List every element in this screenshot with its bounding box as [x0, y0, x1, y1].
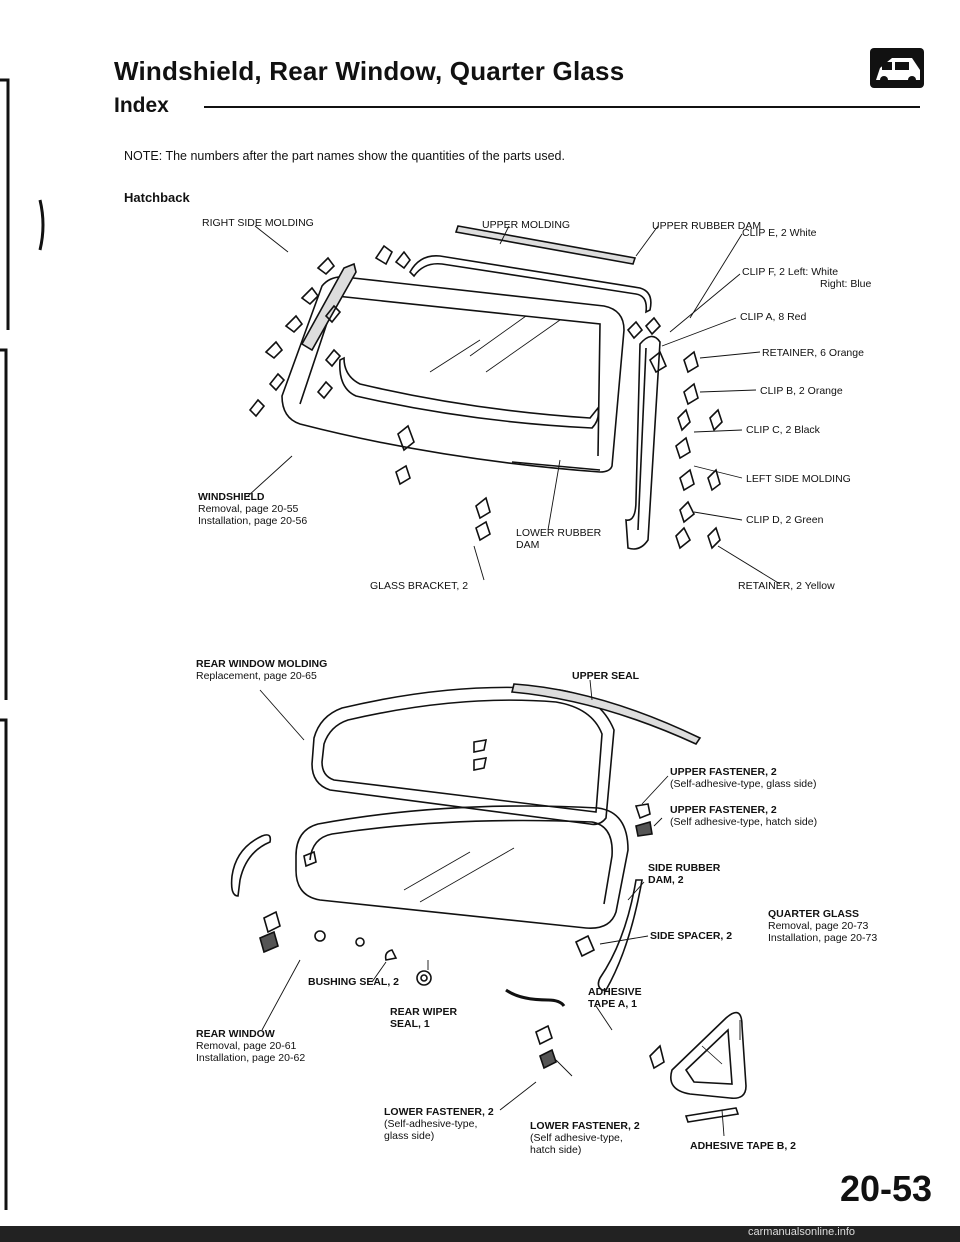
label-lower-rubber-dam-2: DAM [516, 539, 540, 551]
label-upper-fastener-hatch-sub: (Self adhesive-type, hatch side) [670, 816, 818, 828]
title-rule [204, 106, 920, 108]
rear-window-molding-shape [311, 686, 615, 826]
right-side-clips [248, 244, 411, 418]
windshield-group [248, 225, 723, 550]
windshield-leaders [247, 225, 781, 585]
page-number: 20-53 [840, 1168, 933, 1209]
label-clip-f: CLIP F, 2 Left: White [742, 266, 839, 278]
glass-bracket-1 [397, 424, 415, 452]
footer-watermark: carmanualsonline.info [748, 1226, 856, 1238]
label-upper-fastener-glass-sub: (Self-adhesive-type, glass side) [670, 778, 817, 790]
label-windshield-removal: Removal, page 20-55 [198, 503, 299, 515]
label-adhesive-tape-a-2: TAPE A, 1 [588, 998, 638, 1010]
label-lower-fastener-glass-sub2: glass side) [384, 1130, 435, 1142]
label-rear-wiper-seal-2: SEAL, 1 [390, 1018, 430, 1030]
left-side-molding-shape [625, 335, 661, 550]
margin-marks [0, 78, 45, 1210]
quarter-glass-shape [670, 1011, 747, 1100]
label-clip-f-right: Right: Blue [820, 278, 872, 290]
left-side-clips [626, 316, 723, 550]
side-rubber-dam-left [230, 834, 272, 897]
label-clip-a: CLIP A, 8 Red [740, 311, 807, 323]
rear-window-glass [295, 805, 629, 929]
label-adhesive-tape-a: ADHESIVE [588, 986, 642, 998]
label-lower-rubber-dam: LOWER RUBBER [516, 527, 602, 539]
label-left-side-molding: LEFT SIDE MOLDING [746, 473, 851, 485]
label-quarter-glass-installation: Installation, page 20-73 [768, 932, 878, 944]
section-title: Index [114, 94, 169, 117]
label-rear-window: REAR WINDOW [196, 1028, 275, 1040]
glass-bracket-2 [395, 464, 411, 486]
upper-seal-shape [510, 683, 702, 746]
label-lower-fastener-glass: LOWER FASTENER, 2 [384, 1106, 494, 1118]
label-quarter-glass: QUARTER GLASS [768, 908, 860, 920]
upper-molding-shape [454, 225, 637, 265]
label-upper-fastener-glass: UPPER FASTENER, 2 [670, 766, 777, 778]
label-upper-molding: UPPER MOLDING [482, 219, 571, 231]
variant-heading: Hatchback [124, 190, 190, 205]
label-glass-bracket: GLASS BRACKET, 2 [370, 580, 469, 592]
label-quarter-glass-removal: Removal, page 20-73 [768, 920, 869, 932]
note-text: NOTE: The numbers after the part names s… [124, 149, 565, 163]
label-retainer-6: RETAINER, 6 Orange [762, 347, 864, 359]
label-rear-window-molding: REAR WINDOW MOLDING [196, 658, 328, 670]
label-lower-fastener-hatch-sub1: (Self adhesive-type, [530, 1132, 623, 1144]
label-upper-rubber-dam: UPPER RUBBER DAM [652, 220, 762, 232]
label-adhesive-tape-b: ADHESIVE TAPE B, 2 [690, 1140, 796, 1152]
label-rear-wiper-seal: REAR WIPER [390, 1006, 458, 1018]
label-side-rubber-dam-2: DAM, 2 [648, 874, 684, 886]
label-clip-c: CLIP C, 2 Black [746, 424, 820, 436]
label-clip-e: CLIP E, 2 White [742, 227, 817, 239]
label-windshield: WINDSHIELD [198, 491, 265, 503]
label-side-spacer: SIDE SPACER, 2 [650, 930, 733, 942]
label-bushing-seal: BUSHING SEAL, 2 [308, 976, 400, 988]
right-side-molding-shape [300, 262, 357, 352]
label-retainer-2: RETAINER, 2 Yellow [738, 580, 835, 592]
label-rear-window-installation: Installation, page 20-62 [196, 1052, 306, 1064]
lower-rubber-dam-shape [339, 356, 600, 429]
label-lower-fastener-hatch-sub2: hatch side) [530, 1144, 582, 1156]
car-icon [870, 48, 924, 88]
adhesive-tape-b-shape [684, 1107, 740, 1123]
label-clip-b: CLIP B, 2 Orange [760, 385, 843, 397]
label-lower-fastener-glass-sub1: (Self-adhesive-type, [384, 1118, 478, 1130]
upper-rubber-dam-shape [409, 255, 652, 314]
label-upper-seal: UPPER SEAL [572, 670, 640, 682]
page-title: Windshield, Rear Window, Quarter Glass [114, 56, 625, 86]
label-lower-fastener-hatch: LOWER FASTENER, 2 [530, 1120, 640, 1132]
label-side-rubber-dam: SIDE RUBBER [648, 862, 721, 874]
side-rubber-dam-right [597, 879, 643, 991]
footer-bar [0, 1226, 960, 1242]
adhesive-tape-a-shape [505, 988, 566, 1007]
label-rear-window-molding-repl: Replacement, page 20-65 [196, 670, 317, 682]
label-upper-fastener-hatch: UPPER FASTENER, 2 [670, 804, 777, 816]
label-rear-window-removal: Removal, page 20-61 [196, 1040, 297, 1052]
label-right-side-molding: RIGHT SIDE MOLDING [202, 217, 314, 229]
rear-window-group [230, 683, 747, 1123]
label-clip-d: CLIP D, 2 Green [746, 514, 824, 526]
label-windshield-installation: Installation, page 20-56 [198, 515, 308, 527]
rear-leaders [259, 679, 741, 1137]
